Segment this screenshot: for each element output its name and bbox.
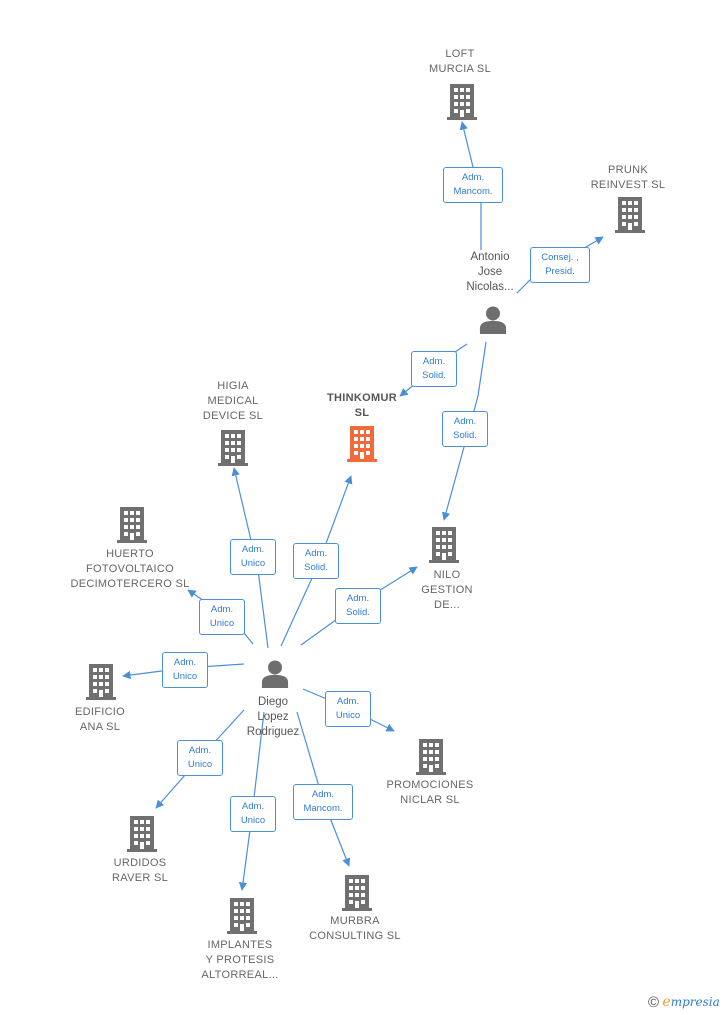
building-icon[interactable] [86,664,116,700]
person-label-antonio[interactable]: Antonio Jose Nicolas... [466,251,514,293]
company-label-urdidos[interactable]: URDIDOS RAVER SL [112,857,168,884]
company-label-nilo[interactable]: NILO GESTION DE... [421,569,473,611]
company-label-higia[interactable]: HIGIA MEDICAL DEVICE SL [202,380,264,422]
copyright-symbol: © [648,994,660,1011]
company-label-thinkomur[interactable]: THINKOMUR SL [327,392,397,419]
company-label-huerto[interactable]: HUERTO FOTOVOLTAICO DECIMOTERCERO SL [70,548,190,590]
edge-antonio-nilo [441,341,487,521]
building-icon[interactable] [447,84,477,120]
company-label-prunk[interactable]: PRUNK REINVEST SL [590,164,666,191]
role-badge-antonio-thinkomur: Adm. Solid. [411,351,457,387]
role-badge-diego-murbra: Adm. Mancom. [293,784,353,820]
role-badge-diego-urdidos: Adm. Unico [177,740,223,776]
building-icon[interactable] [416,739,446,775]
role-badge-antonio-loft: Adm. Mancom. [443,167,503,203]
building-icon[interactable] [127,816,157,852]
company-label-implantes[interactable]: IMPLANTES Y PROTESIS ALTORREAL... [201,939,279,981]
building-icon-highlight[interactable] [347,426,377,462]
person-label-diego[interactable]: Diego Lopez Rodriguez [246,696,300,738]
role-badge-diego-huerto: Adm. Unico [199,599,245,635]
brand-initial: e [662,994,671,1010]
building-icon[interactable] [227,898,257,934]
building-icon[interactable] [342,875,372,911]
role-badge-diego-higia: Adm. Unico [230,539,276,575]
company-label-edificio[interactable]: EDIFICIO ANA SL [74,706,126,733]
person-icon[interactable] [261,660,289,688]
role-badge-diego-nilo: Adm. Solid. [335,588,381,624]
role-badge-diego-promociones: Adm. Unico [325,691,371,727]
empresia-logo: © empresia [648,994,720,1011]
role-badge-diego-thinkomur: Adm. Solid. [293,543,339,579]
role-badge-antonio-nilo: Adm. Solid. [442,411,488,447]
role-badge-diego-edificio: Adm. Unico [162,652,208,688]
role-badge-diego-implantes: Adm. Unico [230,796,276,832]
company-label-promociones[interactable]: PROMOCIONES NICLAR SL [386,779,474,806]
company-label-murbra[interactable]: MURBRA CONSULTING SL [309,915,401,942]
building-icon[interactable] [615,197,645,233]
person-icon[interactable] [479,306,507,334]
building-icon[interactable] [218,430,248,466]
building-icon[interactable] [117,507,147,543]
company-label-loft[interactable]: LOFT MURCIA SL [429,48,491,75]
building-icon[interactable] [429,527,459,563]
brand-name: mpresia [670,995,720,1009]
role-badge-antonio-prunk: Consej. , Presid. [530,247,590,283]
